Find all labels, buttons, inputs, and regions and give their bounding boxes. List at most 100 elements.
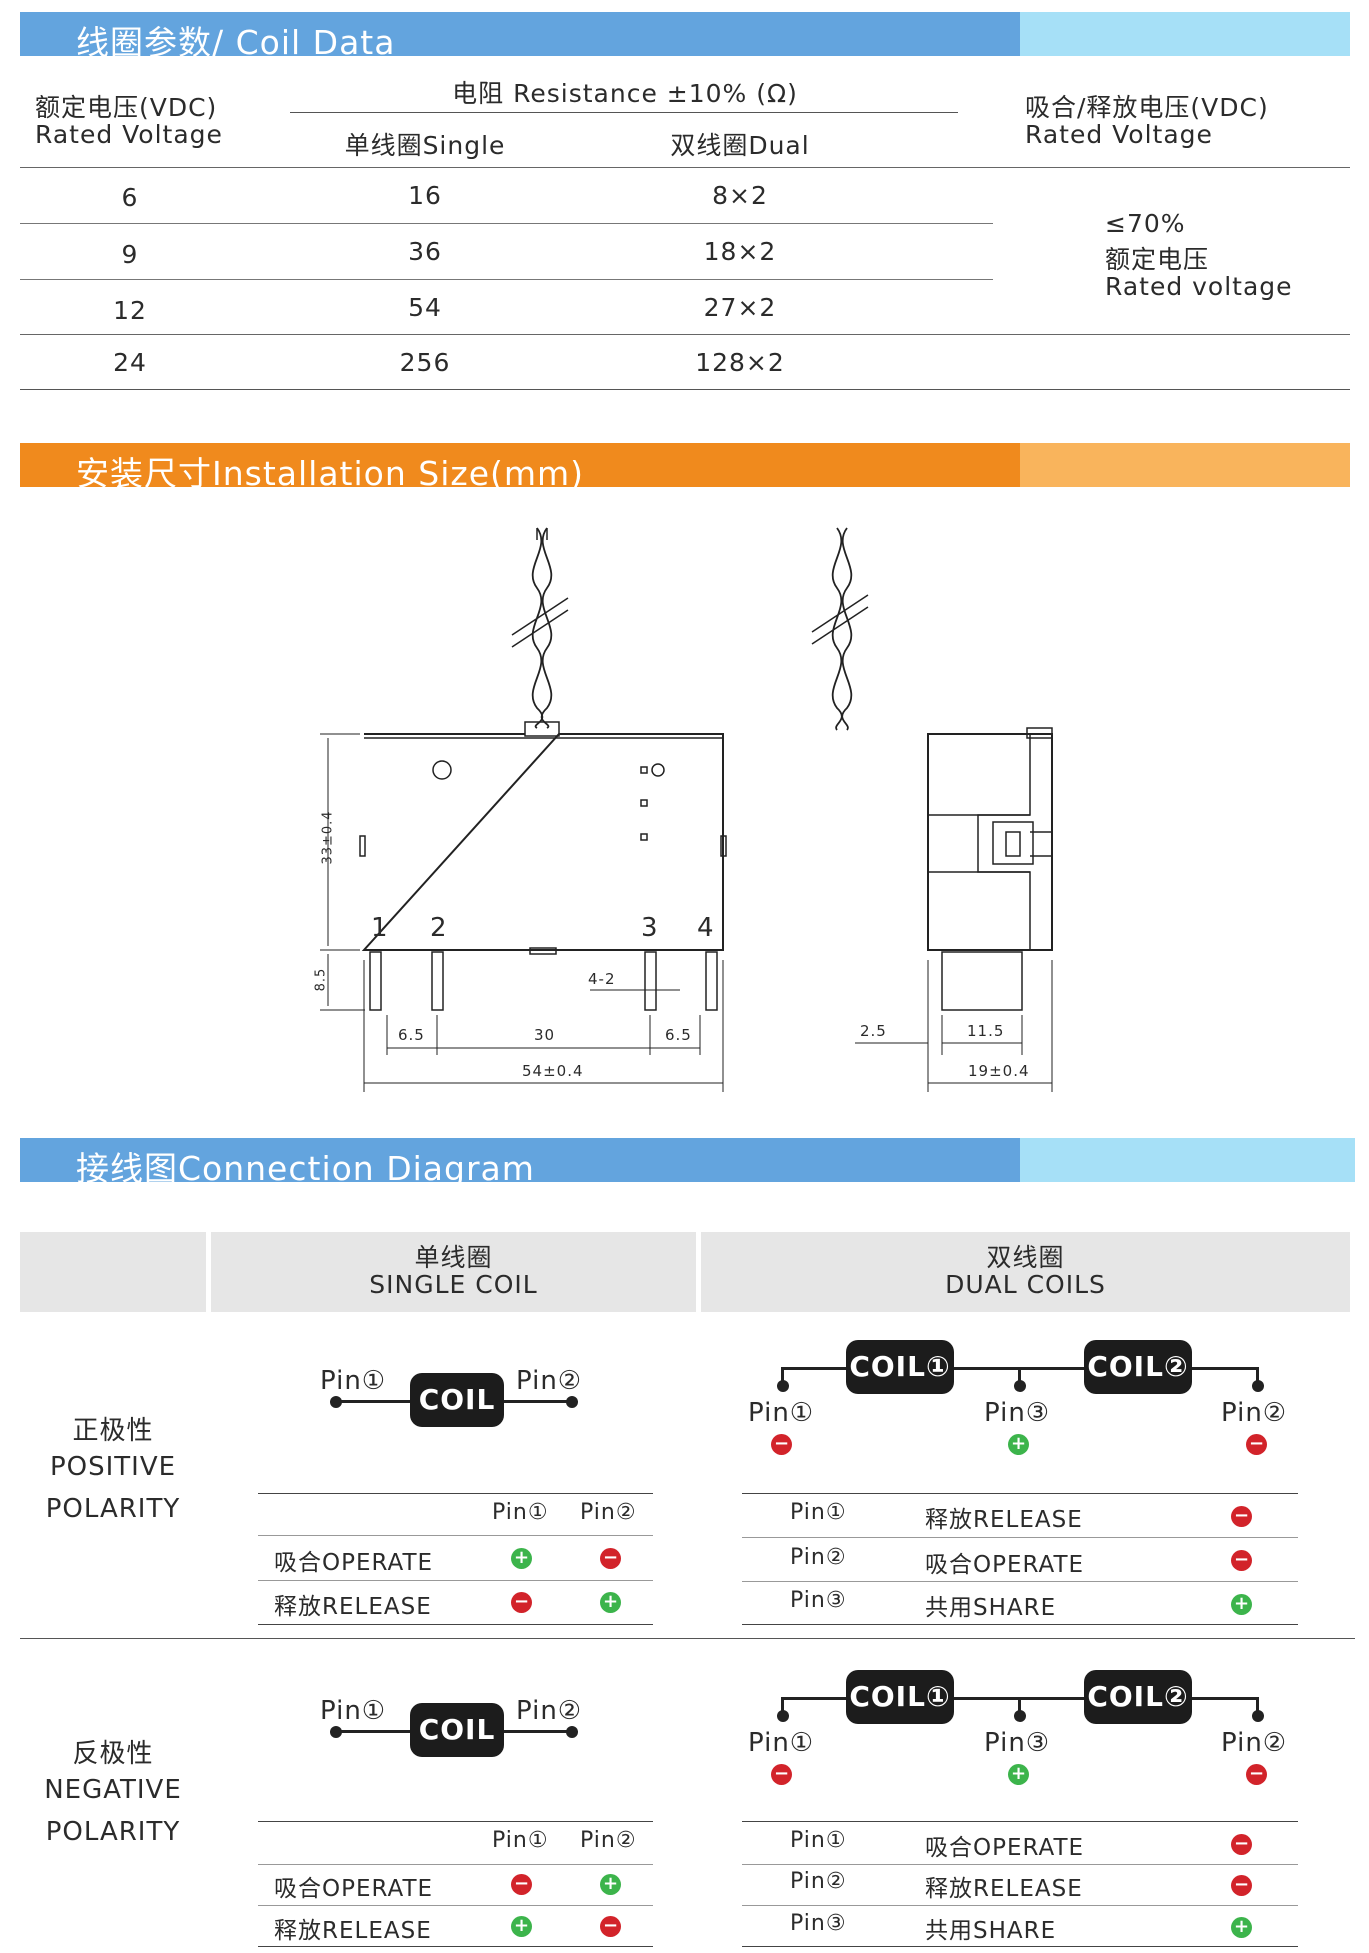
coil-wire	[781, 1697, 784, 1713]
install-title: 安装尺寸Installation Size(mm)	[76, 454, 585, 493]
coil-data-title: 线圈参数/ Coil Data	[76, 23, 396, 62]
pin1-label: Pin①	[748, 1728, 815, 1758]
pin1-dot	[777, 1710, 789, 1722]
plus-icon: +	[1231, 1917, 1252, 1938]
table-row-label: 吸合OPERATE	[925, 1835, 1085, 1861]
table-row-pin: Pin③	[790, 1911, 847, 1936]
row-single: 54	[408, 293, 442, 322]
table-head-pin1: Pin①	[492, 1500, 549, 1525]
table-row-label: 释放RELEASE	[925, 1876, 1083, 1902]
coil-wire	[1256, 1367, 1259, 1383]
table-row-pin: Pin③	[790, 1588, 847, 1613]
table-line	[258, 1493, 653, 1494]
minus-icon: −	[511, 1592, 532, 1613]
plus-icon: +	[600, 1592, 621, 1613]
row-single: 36	[408, 237, 442, 266]
table-head-pin1: Pin①	[492, 1828, 549, 1853]
coil-wire	[1186, 1697, 1258, 1700]
table-row-pin: Pin②	[790, 1545, 847, 1570]
coil1-box: COIL①	[846, 1670, 954, 1724]
table-row-label: 吸合OPERATE	[925, 1552, 1085, 1578]
col-resistance: 电阻 Resistance ±10% (Ω)	[452, 79, 798, 108]
table-line	[258, 1905, 653, 1906]
pin3-label: Pin③	[984, 1728, 1051, 1758]
coil-wire	[1186, 1367, 1258, 1370]
row-dual: 18×2	[703, 237, 777, 266]
table-line	[258, 1864, 653, 1865]
dual-coil-en: DUAL COILS	[945, 1270, 1106, 1299]
coil2-box: COIL②	[1084, 1340, 1192, 1394]
row-voltage: 6	[121, 183, 139, 212]
coil1-box: COIL①	[846, 1340, 954, 1394]
minus-icon: −	[1231, 1506, 1252, 1527]
pin-label-1: 1	[371, 913, 389, 943]
minus-icon: −	[1231, 1834, 1252, 1855]
table-line	[742, 1493, 1298, 1494]
table-line	[742, 1946, 1298, 1947]
row-dual: 128×2	[695, 348, 785, 377]
pin2-label: Pin②	[1221, 1398, 1288, 1428]
col-pull-cn: 吸合/释放电压(VDC)	[1025, 93, 1269, 122]
pin3-label: Pin③	[984, 1398, 1051, 1428]
table-row-label: 释放RELEASE	[925, 1507, 1083, 1533]
positive-cn: 正极性	[72, 1416, 154, 1446]
pin3-dot	[1014, 1380, 1026, 1392]
col-rated-en: Rated Voltage	[35, 120, 223, 149]
coil-wire	[336, 1400, 416, 1403]
table-row-label: 吸合OPERATE	[274, 1550, 434, 1576]
row-dual: 27×2	[703, 293, 777, 322]
col-dual: 双线圈Dual	[670, 131, 810, 160]
header-blank-cell	[20, 1232, 206, 1312]
header-single-cell: 单线圈 SINGLE COIL	[211, 1232, 696, 1312]
pin1-label: Pin①	[320, 1696, 387, 1726]
pin-label-2: 2	[430, 913, 448, 943]
plus-icon: +	[1008, 1434, 1029, 1455]
connection-title: 接线图Connection Diagram	[76, 1149, 535, 1188]
minus-icon: −	[1231, 1550, 1252, 1571]
coil-data-banner: 线圈参数/ Coil Data	[20, 12, 1350, 62]
table-header-line	[20, 167, 1350, 168]
coil-wire	[498, 1400, 572, 1403]
table-row-pin: Pin①	[790, 1500, 847, 1525]
pin3-dot	[1014, 1710, 1026, 1722]
polarity-divider	[20, 1638, 1355, 1639]
plus-icon: +	[511, 1548, 532, 1569]
minus-icon: −	[1231, 1875, 1252, 1896]
dim-mid-pitch: 30	[534, 1026, 556, 1044]
row-voltage: 12	[113, 296, 147, 325]
minus-icon: −	[600, 1916, 621, 1937]
row-voltage: 24	[113, 348, 147, 377]
plus-icon: +	[600, 1874, 621, 1895]
coil-wire	[336, 1730, 416, 1733]
pin-label-3: 3	[641, 913, 659, 943]
col-rated-cn: 额定电压(VDC)	[35, 93, 218, 122]
table-head-pin2: Pin②	[580, 1828, 637, 1853]
resistance-underline	[290, 112, 958, 113]
table-row-label: 共用SHARE	[925, 1918, 1057, 1944]
pull-value: ≤70%	[1105, 209, 1186, 238]
table-line	[258, 1535, 653, 1536]
minus-icon: −	[1246, 1764, 1267, 1785]
single-coil-en: SINGLE COIL	[369, 1270, 538, 1299]
table-row-pin: Pin②	[790, 1869, 847, 1894]
negative-cn: 反极性	[72, 1739, 154, 1769]
plus-icon: +	[1231, 1594, 1252, 1615]
table-line	[742, 1821, 1298, 1822]
coil-wire	[782, 1697, 852, 1700]
row-single: 256	[399, 348, 451, 377]
table-bottom-line	[20, 389, 1350, 390]
col-pull-en: Rated Voltage	[1025, 120, 1213, 149]
pin2-dot	[566, 1396, 578, 1408]
dim-left-pitch: 6.5	[398, 1026, 425, 1044]
row-divider	[20, 279, 993, 280]
dim-right-pitch: 6.5	[665, 1026, 692, 1044]
pin2-label: Pin②	[1221, 1728, 1288, 1758]
coil-wire	[1018, 1367, 1021, 1383]
pin2-dot	[566, 1726, 578, 1738]
pin1-label: Pin①	[320, 1366, 387, 1396]
pull-en: Rated voltage	[1105, 272, 1293, 301]
table-row-pin: Pin①	[790, 1828, 847, 1853]
positive-en-1: POSITIVE	[49, 1452, 177, 1482]
minus-icon: −	[771, 1434, 792, 1455]
coil-wire	[498, 1730, 572, 1733]
